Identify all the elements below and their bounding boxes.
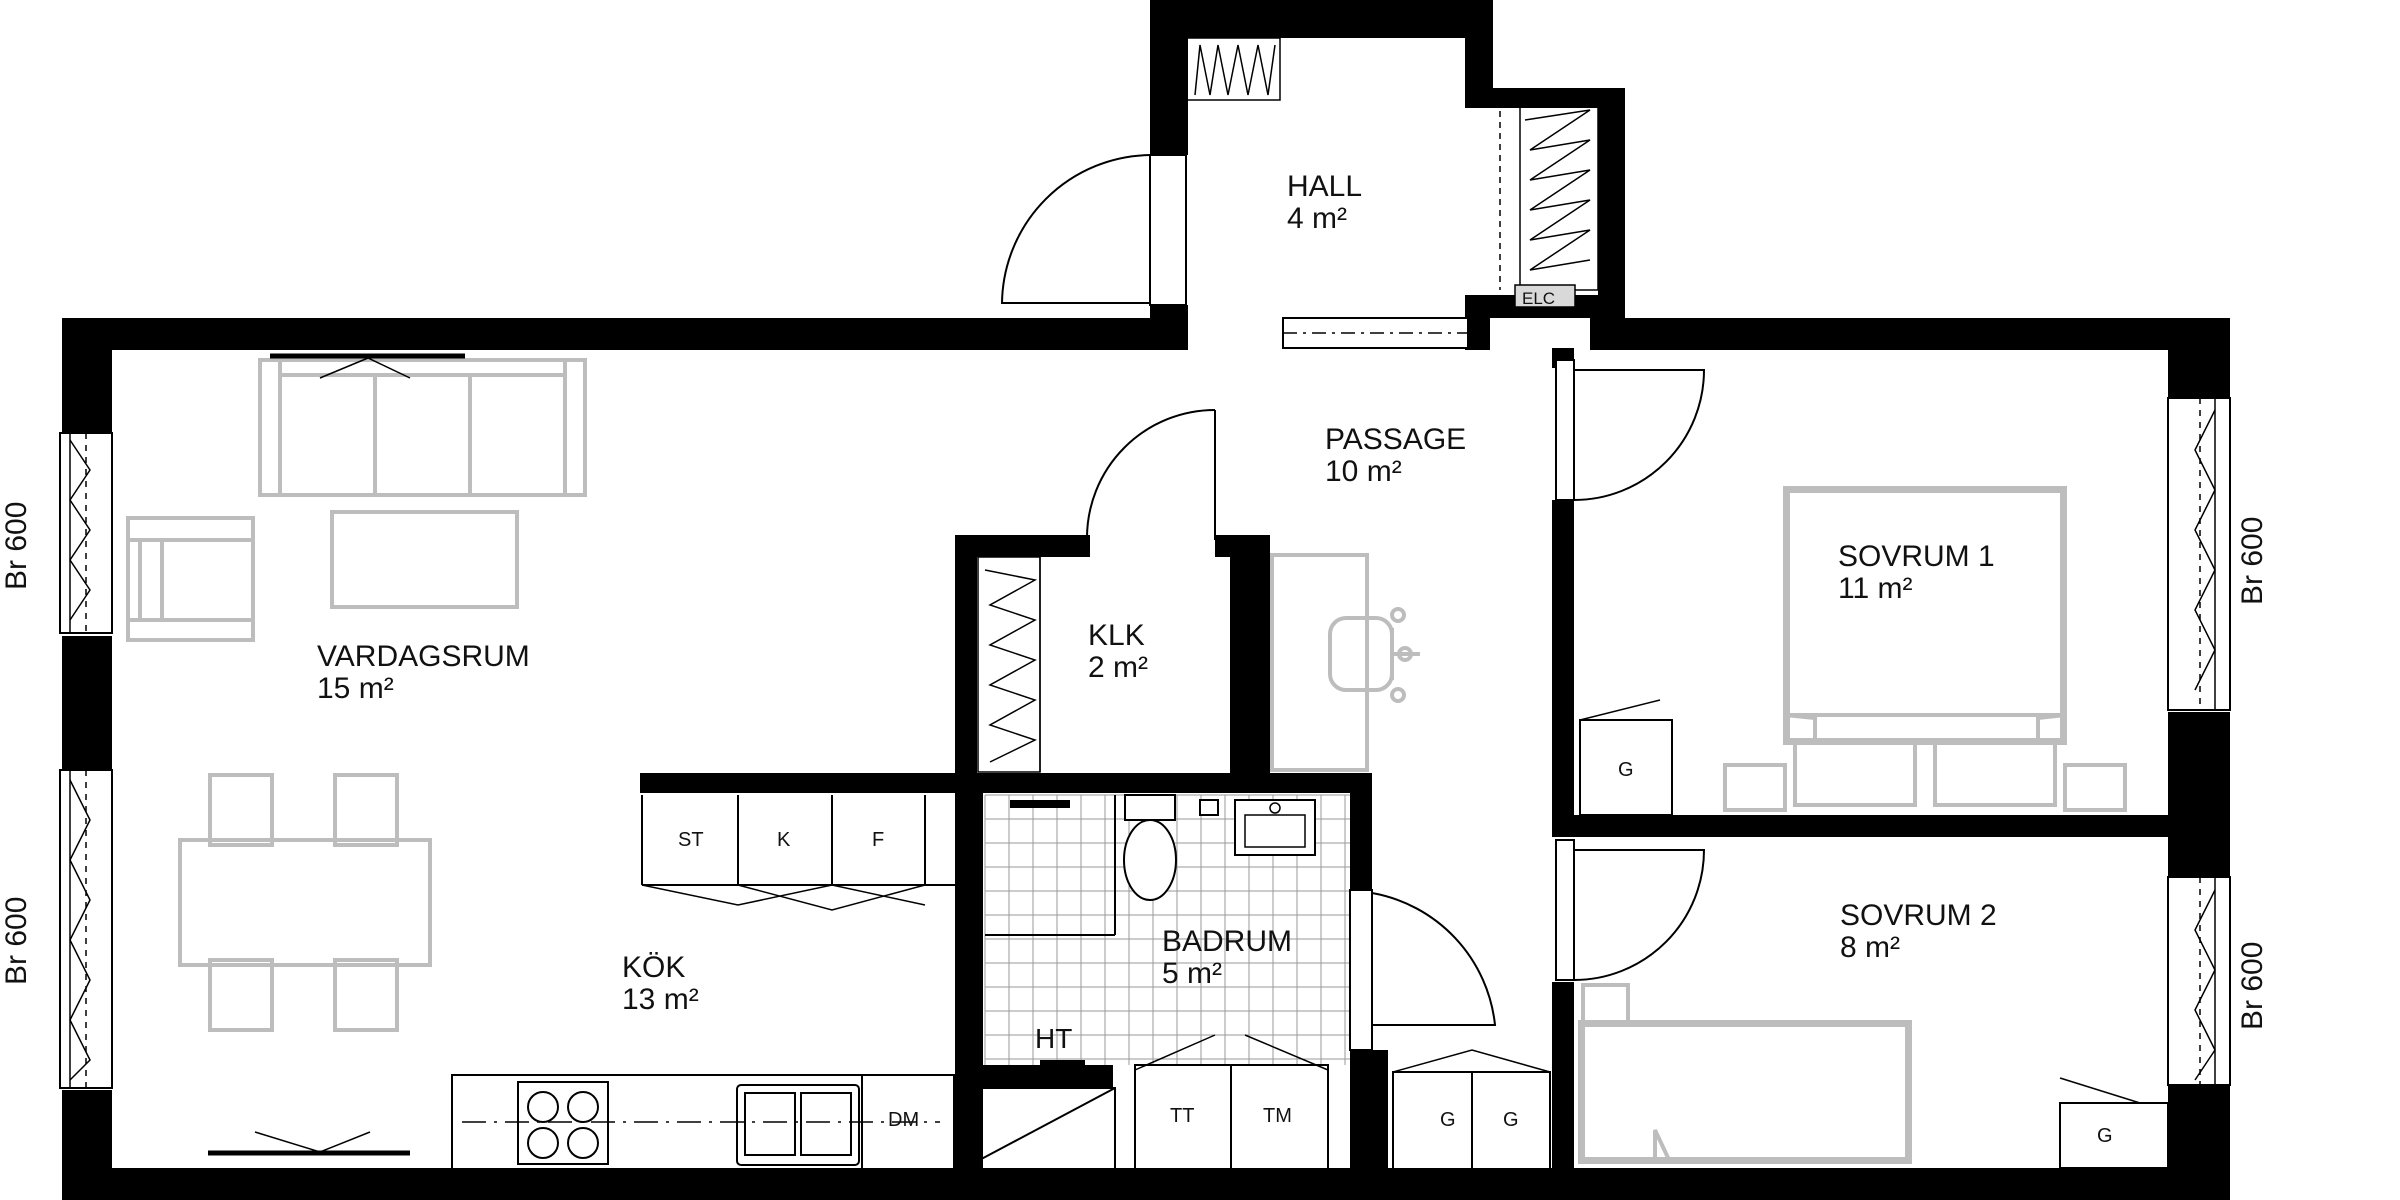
armchair: [126, 516, 255, 642]
room-area-sovrum-1: 11 m²: [1838, 572, 1912, 605]
laundry-units: [1134, 1034, 1329, 1171]
room-name-passage: PASSAGE: [1325, 423, 1466, 456]
hall-wardrobe-right: [1499, 99, 1599, 291]
shower: [985, 795, 1116, 936]
window-label-left-upper: Br 600: [0, 502, 33, 590]
room-area-kok: 13 m²: [622, 983, 699, 1016]
kitchen-upper-counter: [641, 795, 955, 911]
kitchen-lower-counter: [451, 1074, 955, 1171]
cabinets-gg: [1392, 1049, 1551, 1171]
washbasin: [1199, 799, 1316, 856]
wardrobes: [977, 37, 1599, 773]
room-name-hall: HALL: [1287, 170, 1362, 203]
office-chair: [1328, 607, 1420, 703]
closet-wardrobe: [977, 556, 1041, 773]
window-left-lower: [59, 769, 113, 1089]
room-name-sovrum-2: SOVRUM 2: [1840, 899, 1997, 932]
doors: [1000, 154, 1706, 1051]
kitchen: [451, 699, 2169, 1174]
room-area-hall: 4 m²: [1287, 202, 1347, 235]
window-label-right-upper: Br 600: [2236, 517, 2269, 605]
sofa: [258, 358, 587, 497]
window-left-upper: [59, 432, 113, 634]
walls: [62, 0, 2230, 1200]
bedroom-2-door: [1555, 839, 1706, 981]
label-g-bedroom-2: G: [2097, 1125, 2113, 1147]
single-bed: [1578, 983, 1912, 1164]
windows: [59, 317, 2231, 1089]
label-elc: ELC: [1522, 289, 1555, 308]
storage-box: [954, 1087, 1116, 1174]
room-name-vardagsrum: VARDAGSRUM: [317, 640, 530, 673]
room-area-badrum: 5 m²: [1162, 957, 1222, 990]
desk: [1270, 553, 1369, 772]
label-washer-tm: TM: [1263, 1105, 1292, 1127]
window-right-lower: [2167, 876, 2231, 1086]
toilet: [1123, 794, 1177, 901]
room-name-badrum: BADRUM: [1162, 925, 1292, 958]
window-right-upper: [2167, 397, 2231, 711]
room-area-vardagsrum: 15 m²: [317, 672, 394, 705]
tv-top: [270, 353, 465, 379]
entrance-door: [1000, 154, 1187, 306]
towel-heater: [1040, 1060, 1085, 1066]
dining-table: [178, 773, 432, 1032]
window-label-right-lower: Br 600: [2236, 942, 2269, 1030]
label-g-cabinet-left: G: [1440, 1109, 1456, 1131]
room-area-passage: 10 m²: [1325, 455, 1402, 488]
label-g-cabinet-right: G: [1503, 1109, 1519, 1131]
bathroom-door: [1349, 889, 1497, 1051]
window-labels: Br 600 Br 600 Br 600 Br 600: [0, 502, 2269, 1030]
tv-bottom: [208, 1131, 410, 1156]
hall-wardrobe-top: [1184, 37, 1281, 101]
label-g-bedroom-1: G: [1618, 759, 1634, 781]
room-name-klk: KLK: [1088, 619, 1145, 652]
room-name-sovrum-1: SOVRUM 1: [1838, 540, 1995, 573]
window-label-left-lower: Br 600: [0, 897, 33, 985]
label-freezer-f: F: [872, 829, 884, 851]
room-area-sovrum-2: 8 m²: [1840, 931, 1900, 964]
room-name-kok: KÖK: [622, 951, 685, 984]
label-dishwasher-dm: DM: [888, 1109, 919, 1131]
cabinet-bedroom-2: [2059, 1077, 2169, 1169]
electrical-panel: [1514, 284, 1576, 308]
room-labels: HALL 4 m² PASSAGE 10 m² KLK 2 m² VARDAGS…: [317, 170, 1997, 1016]
label-fridge-k: K: [777, 829, 791, 851]
label-stove-st: ST: [678, 829, 704, 851]
bedroom-1-door: [1555, 359, 1706, 501]
label-ht: HT: [1035, 1023, 1072, 1054]
appliance-labels: ST K F DM TT TM HT ELC G G G G: [678, 289, 2113, 1147]
closet-door: [1086, 409, 1216, 540]
coffee-table: [330, 510, 519, 609]
cabinet-bedroom-1: [1579, 699, 1673, 816]
room-area-klk: 2 m²: [1088, 651, 1148, 684]
double-bed: [1723, 486, 2127, 812]
bathroom-fixtures: [985, 794, 1316, 1066]
furniture: [126, 353, 2127, 1164]
label-dryer-tt: TT: [1170, 1105, 1194, 1127]
